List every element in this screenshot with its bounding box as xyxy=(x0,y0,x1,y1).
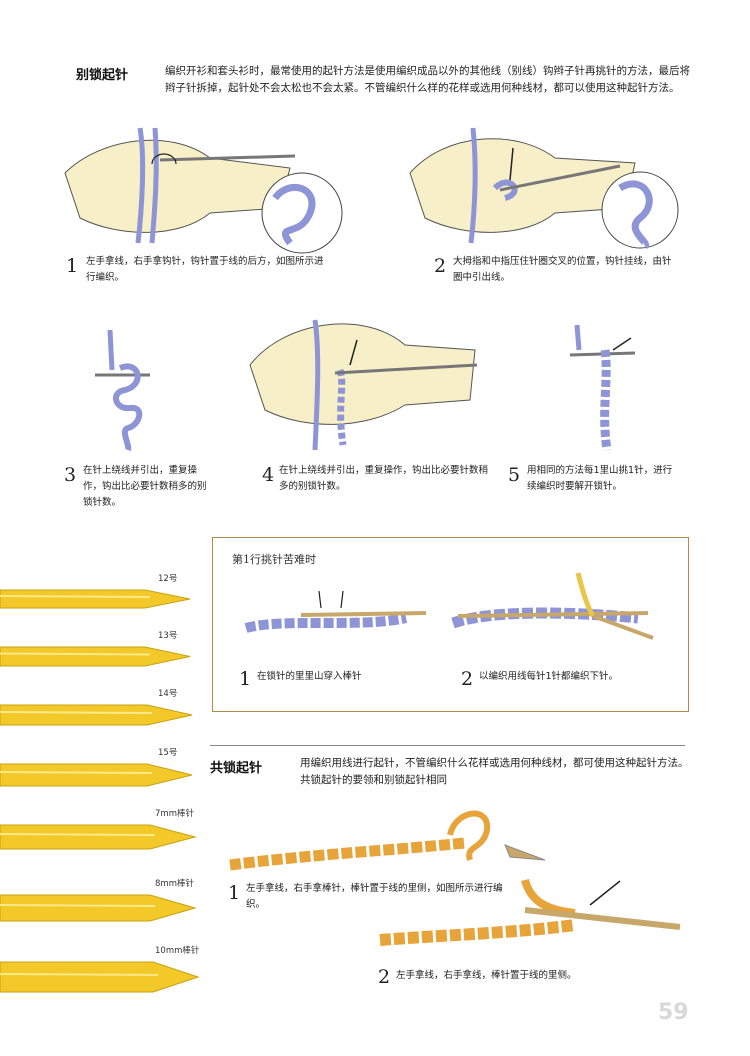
sec2-step2-number: 2 xyxy=(378,966,391,988)
section1-intro: 编织开衫和套头衫时，最常使用的起针方法是使用编织成品以外的其他线（别线）钩辫子针… xyxy=(165,65,690,94)
needle-label: 7mm棒针 xyxy=(155,809,194,819)
tip-box-title: 第1行挑针苦难时 xyxy=(232,553,316,566)
page-number: 59 xyxy=(658,1000,689,1025)
tip-box: 第1行挑针苦难时 1 在锁针的里里山穿入棒针 2 以编织用线每针1针都编织下针。 xyxy=(212,537,689,712)
sec2-step2-text: 左手拿线，右手拿线，棒针置于线的里侧。 xyxy=(396,970,577,981)
needle-label: 14号 xyxy=(158,689,178,699)
box-step2-text: 以编织用线每针1针都编织下针。 xyxy=(479,671,619,682)
needle-label: 10mm棒针 xyxy=(155,946,200,956)
step3-number: 3 xyxy=(64,464,77,486)
illustration-step5 xyxy=(569,324,636,451)
illustration-step3 xyxy=(95,329,150,452)
step4-number: 4 xyxy=(262,464,275,486)
box-step1-text: 在锁针的里里山穿入棒针 xyxy=(257,671,362,682)
illustration-step4 xyxy=(249,319,478,451)
illustration-sec2-step2 xyxy=(379,878,681,946)
needle-label: 8mm棒针 xyxy=(155,879,194,889)
step1-number: 1 xyxy=(66,255,79,277)
illustration-box-step1 xyxy=(244,590,427,633)
knitting-needle xyxy=(0,589,191,609)
knitting-needle xyxy=(0,961,200,993)
illustration-step2 xyxy=(409,127,679,250)
illustration-sec2-step1 xyxy=(229,810,546,871)
box-step2-number: 2 xyxy=(461,668,474,690)
section-divider xyxy=(210,745,685,746)
step1-text: 左手拿线，右手拿钩针，钩针置于线的后方，如图所示进行编织。 xyxy=(86,256,324,283)
sec2-step1-number: 1 xyxy=(228,882,241,904)
section2-intro: 用编织用线进行起针，不管编织什么花样或选用何种线材，都可使用这种起针方法。共锁起… xyxy=(300,757,689,786)
needle-label: 12号 xyxy=(158,574,178,584)
box-step1-number: 1 xyxy=(239,668,252,690)
step4-text: 在针上绕线并引出，重复操作，钩出比必要针数稍多的别锁针数。 xyxy=(279,465,489,492)
knitting-needle xyxy=(0,894,197,922)
illustration-box-step2 xyxy=(451,572,654,640)
section1-title: 别锁起针 xyxy=(76,68,129,83)
knitting-needle xyxy=(0,646,191,667)
needle-label: 13号 xyxy=(158,631,178,641)
knitting-needle xyxy=(0,763,193,787)
step2-text: 大拇指和中指压住针圈交叉的位置，钩针挂线，由针圈中引出线。 xyxy=(453,256,672,283)
needle-label: 15号 xyxy=(158,748,178,758)
section2-title: 共锁起针 xyxy=(210,761,263,776)
illustration-step1 xyxy=(64,127,343,254)
knitting-needle xyxy=(0,824,197,850)
step2-number: 2 xyxy=(434,255,447,277)
sec2-step1-text: 左手拿线，右手拿棒针，棒针置于线的里侧，如图所示进行编织。 xyxy=(246,883,503,910)
knitting-needle xyxy=(0,704,193,726)
step5-number: 5 xyxy=(508,464,521,486)
step5-text: 用相同的方法每1里山挑1针，进行续编织时要解开锁针。 xyxy=(527,465,673,492)
step3-text: 在针上绕线并引出，重复操作，钩出比必要针数稍多的别锁针数。 xyxy=(83,465,207,508)
